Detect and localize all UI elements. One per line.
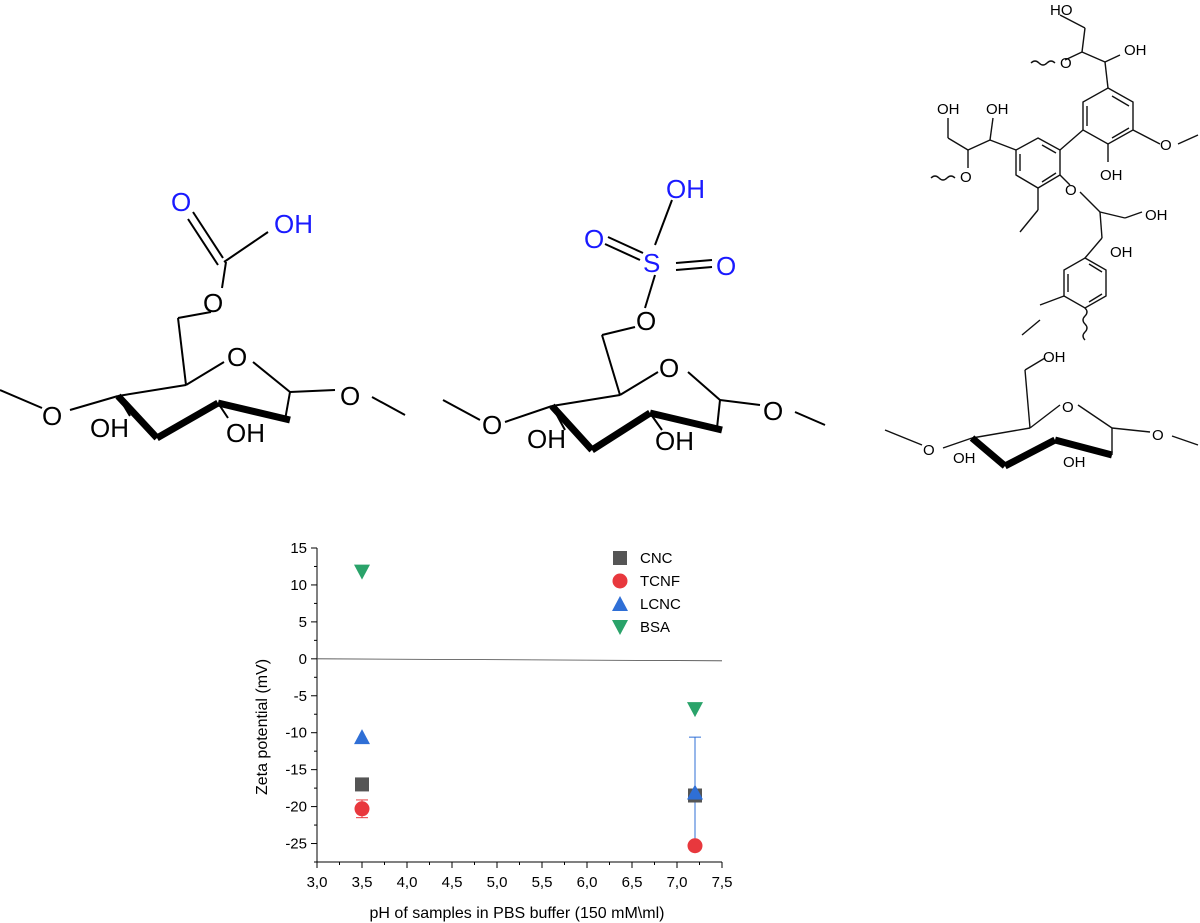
legend-label-cnc: CNC bbox=[640, 550, 673, 567]
point-lcnc bbox=[687, 784, 703, 800]
error-bars bbox=[356, 736, 701, 850]
structure-lignin: HO OH O OH OH O OH O O OH OH OH O OH O O… bbox=[884, 2, 1199, 471]
atom-label: OH bbox=[1110, 244, 1133, 261]
atom-label: O bbox=[960, 169, 972, 186]
y-tick-label: -10 bbox=[285, 725, 307, 742]
atom-label: O bbox=[763, 396, 783, 426]
y-tick-label: 15 bbox=[290, 540, 307, 557]
point-lcnc bbox=[354, 729, 370, 745]
chart-legend: CNC TCNF LCNC BSA bbox=[612, 550, 681, 636]
atom-label: OH bbox=[1100, 167, 1123, 184]
structure-carboxylated: O OH O O O OH OH O bbox=[0, 187, 406, 448]
atom-label: O bbox=[171, 187, 191, 217]
x-tick-label: 7,0 bbox=[667, 874, 688, 891]
atom-label: OH bbox=[274, 209, 313, 239]
point-bsa bbox=[354, 564, 370, 580]
point-tcnf bbox=[354, 801, 370, 817]
chart-axes bbox=[311, 547, 723, 868]
atom-label: OH bbox=[226, 418, 265, 448]
atom-label: O bbox=[1065, 182, 1077, 199]
atom-label: OH bbox=[527, 424, 566, 454]
legend-marker-lcnc bbox=[612, 596, 628, 611]
x-axis-label: pH of samples in PBS buffer (150 mM\ml) bbox=[370, 905, 665, 922]
atom-label: OH bbox=[90, 413, 129, 443]
x-tick-label: 3,5 bbox=[352, 874, 373, 891]
atom-label: S bbox=[643, 248, 660, 278]
atom-label: O bbox=[227, 342, 247, 372]
zeta-potential-chart: 15 10 5 0 -5 -10 -15 -20 -25 3,0 3,5 4,0 4,5 5,0 5,5 6,… bbox=[254, 540, 732, 922]
legend-label-bsa: BSA bbox=[640, 619, 670, 636]
atom-label: OH bbox=[953, 450, 976, 467]
atom-label: O bbox=[1060, 55, 1072, 72]
atom-label: OH bbox=[1124, 42, 1147, 59]
structure-sulfated: OH O S O O O O OH OH O bbox=[442, 174, 826, 456]
atom-label: OH bbox=[1043, 349, 1066, 366]
x-tick-label: 4,0 bbox=[397, 874, 418, 891]
atom-label: O bbox=[1062, 399, 1074, 416]
atom-label: O bbox=[482, 410, 502, 440]
atom-label: OH bbox=[666, 174, 705, 204]
point-bsa bbox=[687, 702, 703, 718]
legend-marker-tcnf bbox=[612, 573, 628, 589]
legend-marker-bsa bbox=[612, 620, 628, 635]
point-tcnf bbox=[687, 838, 703, 854]
atom-label: HO bbox=[1050, 2, 1073, 19]
legend-label-tcnf: TCNF bbox=[640, 573, 680, 590]
y-tick-label: -25 bbox=[285, 836, 307, 853]
legend-label-lcnc: LCNC bbox=[640, 596, 681, 613]
y-tick-label: 10 bbox=[290, 577, 307, 594]
x-tick-label: 5,5 bbox=[532, 874, 553, 891]
atom-label: O bbox=[1160, 137, 1172, 154]
y-tick-label: -5 bbox=[294, 688, 307, 705]
atom-label: O bbox=[42, 401, 62, 431]
y-tick-label: -20 bbox=[285, 799, 307, 816]
x-tick-label: 6,5 bbox=[622, 874, 643, 891]
tick-labels: 15 10 5 0 -5 -10 -15 -20 -25 3,0 3,5 4,0 4,5 5,0 5,5 6,… bbox=[285, 540, 732, 891]
atom-label: OH bbox=[1145, 207, 1168, 224]
atom-label: O bbox=[923, 442, 935, 459]
x-tick-label: 4,5 bbox=[442, 874, 463, 891]
y-tick-label: 5 bbox=[299, 614, 307, 631]
atom-label: OH bbox=[986, 101, 1009, 118]
x-tick-label: 5,0 bbox=[487, 874, 508, 891]
atom-label: O bbox=[636, 306, 656, 336]
atom-label: O bbox=[340, 381, 360, 411]
zero-reference-line bbox=[316, 658, 723, 662]
atom-label: O bbox=[716, 251, 736, 281]
y-tick-label: 0 bbox=[299, 651, 307, 668]
atom-label: OH bbox=[937, 101, 960, 118]
data-points bbox=[354, 564, 703, 854]
x-tick-label: 6,0 bbox=[577, 874, 598, 891]
y-tick-label: -15 bbox=[285, 762, 307, 779]
atom-label: OH bbox=[1063, 454, 1086, 471]
atom-label: O bbox=[659, 353, 679, 383]
atom-label: O bbox=[203, 288, 223, 318]
legend-marker-cnc bbox=[613, 551, 627, 565]
point-cnc bbox=[355, 777, 369, 792]
x-tick-label: 7,5 bbox=[712, 874, 733, 891]
x-tick-label: 3,0 bbox=[307, 874, 328, 891]
atom-label: O bbox=[584, 224, 604, 254]
atom-label: O bbox=[1152, 427, 1164, 444]
zero-line bbox=[316, 658, 723, 662]
y-axis-label: Zeta potential (mV) bbox=[254, 659, 271, 795]
atom-label: OH bbox=[655, 426, 694, 456]
